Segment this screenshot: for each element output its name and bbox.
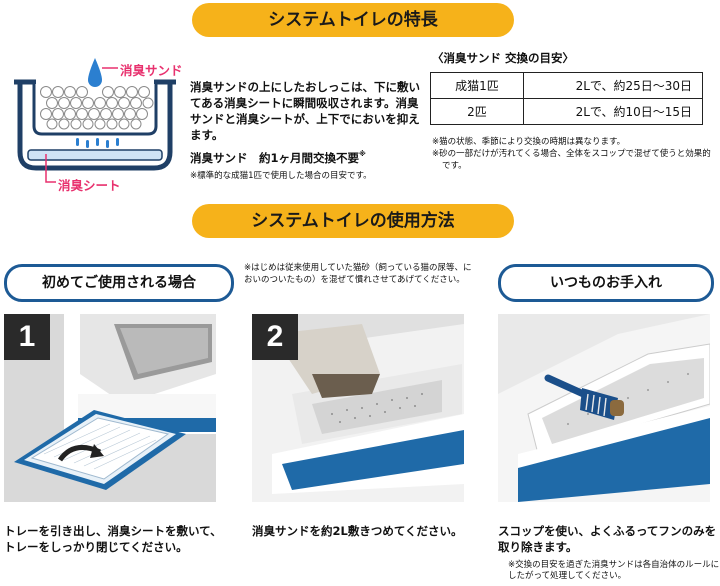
table-cell-guide: 2Lで、約10日〜15日	[523, 98, 703, 125]
step-2-photo: 2	[252, 314, 464, 502]
table-cell-cats: 2匹	[430, 98, 524, 125]
no-change-mark: ※	[359, 150, 366, 158]
first-use-label: 初めてご使用される場合	[4, 264, 234, 302]
exchange-title: 〈消臭サンド 交換の目安〉	[432, 51, 575, 65]
exchange-table: 成猫1匹 2Lで、約25日〜30日 2匹 2Lで、約10日〜15日	[430, 72, 703, 125]
exchange-note: ※猫の状態、季節により交換の時期は異なります。	[432, 137, 626, 147]
no-change-text: 消臭サンド 約1ヶ月間交換不要※	[190, 150, 366, 166]
sand-label: 消臭サンド	[120, 63, 183, 78]
features-description: 消臭サンドの上にしたおしっこは、下に敷いてある消臭シートに瞬間吸収されます。消臭…	[190, 80, 420, 142]
step-2-caption: 消臭サンドを約2L敷きつめてください。	[252, 524, 463, 538]
exchange-note: ※砂の一部だけが汚れてくる場合、全体をスコップで混ぜて使うと効果的です。	[432, 149, 711, 171]
disposal-footnote: ※交換の目安を過ぎた消臭サンドは各自治体のルールにしたがって処理してください。	[508, 560, 720, 581]
features-title-banner: システムトイレの特長	[192, 3, 514, 37]
usage-title-banner: システムトイレの使用方法	[192, 204, 514, 238]
step-number: 2	[252, 314, 298, 360]
features-title: システムトイレの特長	[268, 10, 438, 30]
table-row: 成猫1匹 2Lで、約25日〜30日	[430, 72, 703, 99]
sheet-label: 消臭シート	[58, 178, 121, 193]
no-change-label: 消臭サンド 約1ヶ月間交換不要	[190, 151, 359, 165]
exchange-notes: ※猫の状態、季節により交換の時期は異なります。 ※砂の一部だけが汚れてくる場合、…	[432, 136, 716, 172]
table-cell-guide: 2Lで、約25日〜30日	[523, 72, 703, 99]
usage-title: システムトイレの使用方法	[251, 211, 455, 231]
table-cell-cats: 成猫1匹	[430, 72, 524, 99]
step-1-photo: 1	[4, 314, 216, 502]
litter-box-diagram	[6, 44, 184, 194]
step-3-photo	[498, 314, 710, 502]
table-row: 2匹 2Lで、約10日〜15日	[430, 98, 703, 125]
step-3-caption: スコップを使い、よくふるってフンのみを取り除きます。	[498, 524, 717, 554]
step-1-caption: トレーを引き出し、消臭シートを敷いて、トレーをしっかり閉じてください。	[4, 524, 222, 554]
no-change-note: ※標準的な成猫1匹で使用した場合の目安です。	[190, 171, 372, 181]
step-number: 1	[4, 314, 50, 360]
mix-note: ※はじめは従来使用していた猫砂（飼っている猫の尿等、においのついたもの）を混ぜて…	[244, 263, 472, 285]
daily-care-label: いつものお手入れ	[498, 264, 714, 302]
